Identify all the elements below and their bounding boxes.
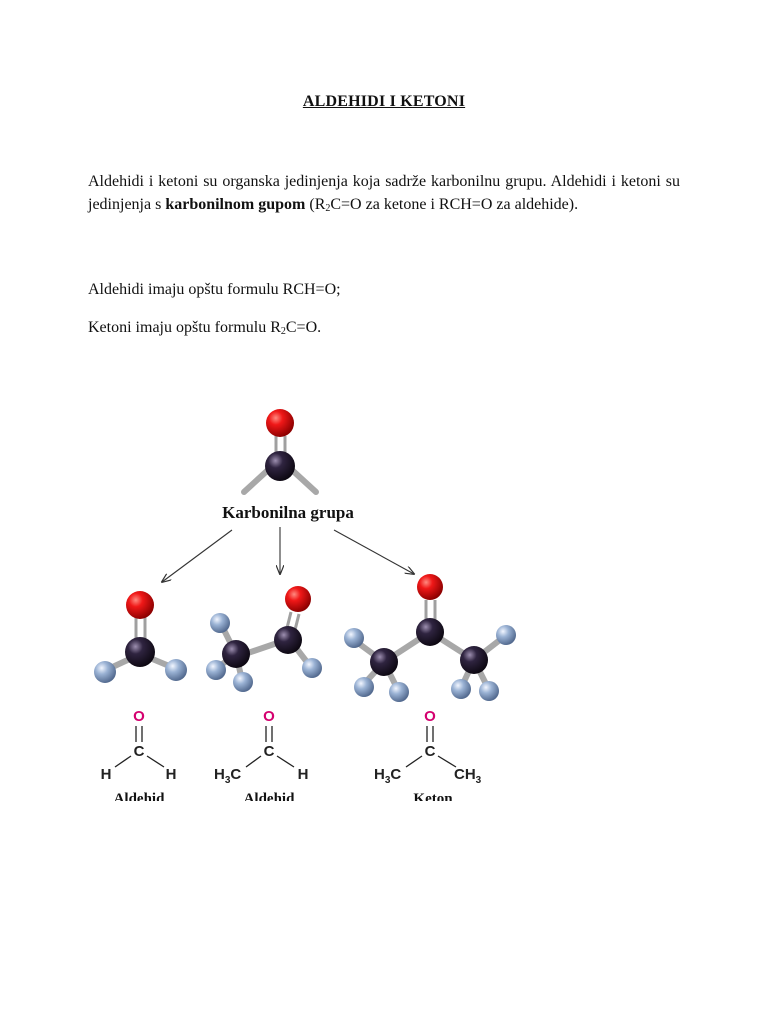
oxygen-atom bbox=[285, 586, 311, 612]
aldehyde-model-2 bbox=[206, 586, 322, 692]
formula-oxygen: O bbox=[263, 708, 275, 725]
formula-carbon: C bbox=[134, 743, 145, 760]
formula-h-left: H bbox=[101, 766, 112, 783]
caption-aldehyde-2: Aldehid bbox=[244, 791, 296, 807]
formula-methyl-left: H3C bbox=[374, 766, 401, 786]
carbon-atom bbox=[222, 640, 250, 668]
intro-text-3: C=O za ketone i RCH=O za aldehide). bbox=[330, 195, 579, 213]
hydrogen-atom bbox=[496, 625, 516, 645]
formula-carbon: C bbox=[425, 743, 436, 760]
ketone-model bbox=[344, 574, 516, 702]
caption-ketone: Keton bbox=[413, 791, 453, 807]
formula-oxygen: O bbox=[133, 708, 145, 725]
hydrogen-atom bbox=[210, 613, 230, 633]
caption-aldehyde-1: Aldehid bbox=[114, 791, 166, 807]
hydrogen-atom bbox=[206, 660, 226, 680]
carbon-atom bbox=[416, 618, 444, 646]
hydrogen-atom bbox=[344, 628, 364, 648]
carbon-atom bbox=[370, 648, 398, 676]
intro-subscript: 2 bbox=[325, 202, 331, 214]
formula-methyl-left: H3C bbox=[214, 766, 241, 786]
hydrogen-atom bbox=[94, 661, 116, 683]
carbon-atom bbox=[460, 646, 488, 674]
hydrogen-atom bbox=[451, 679, 471, 699]
formula-methyl-right: CH3 bbox=[454, 766, 482, 786]
carbon-atom bbox=[125, 637, 155, 667]
ketone-formula-line: Ketoni imaju opštu formulu R2C=O. bbox=[88, 317, 680, 340]
arrow-right bbox=[333, 529, 414, 574]
arrows bbox=[162, 527, 414, 582]
formula-oxygen: O bbox=[424, 708, 436, 725]
hydrogen-atom bbox=[389, 682, 409, 702]
hydrogen-atom bbox=[302, 658, 322, 678]
ketone-line-prefix: Ketoni imaju opštu formulu R bbox=[88, 319, 281, 336]
hydrogen-atom bbox=[233, 672, 253, 692]
arrow-left bbox=[162, 529, 233, 582]
hydrogen-atom bbox=[479, 681, 499, 701]
structural-formula-2: O C H3C H bbox=[214, 708, 308, 786]
aldehyde-formula-line: Aldehidi imaju opštu formulu RCH=O; bbox=[88, 281, 341, 298]
intro-text-2: (R bbox=[305, 195, 326, 213]
formula-h-right: H bbox=[298, 766, 309, 783]
oxygen-atom bbox=[126, 591, 154, 619]
carbon-atom bbox=[265, 451, 295, 481]
ketone-line-suffix: C=O. bbox=[285, 319, 322, 336]
aldehyde-model-1 bbox=[94, 591, 187, 683]
page-title: ALDEHIDI I KETONI bbox=[302, 93, 466, 110]
carbonyl-group-model bbox=[241, 409, 319, 495]
structural-formula-1: O C H H bbox=[101, 708, 177, 783]
intro-paragraph: Aldehidi i ketoni su organska jedinjenja… bbox=[88, 171, 680, 216]
ketone-line-subscript: 2 bbox=[280, 326, 286, 337]
intro-text-1: Aldehidi i ketoni su organska jedinjenja… bbox=[88, 173, 680, 213]
structural-formula-3: O C H3C CH3 bbox=[374, 708, 482, 786]
oxygen-atom bbox=[417, 574, 443, 600]
carbonyl-group-label: Karbonilna grupa bbox=[222, 503, 354, 522]
hydrogen-atom bbox=[354, 677, 374, 697]
hydrogen-atom bbox=[165, 659, 187, 681]
intro-bold-term: karbonilnom gupom bbox=[165, 195, 306, 213]
formula-h-right: H bbox=[166, 766, 177, 783]
oxygen-atom bbox=[266, 409, 294, 437]
carbon-atom bbox=[274, 626, 302, 654]
formula-carbon: C bbox=[264, 743, 275, 760]
